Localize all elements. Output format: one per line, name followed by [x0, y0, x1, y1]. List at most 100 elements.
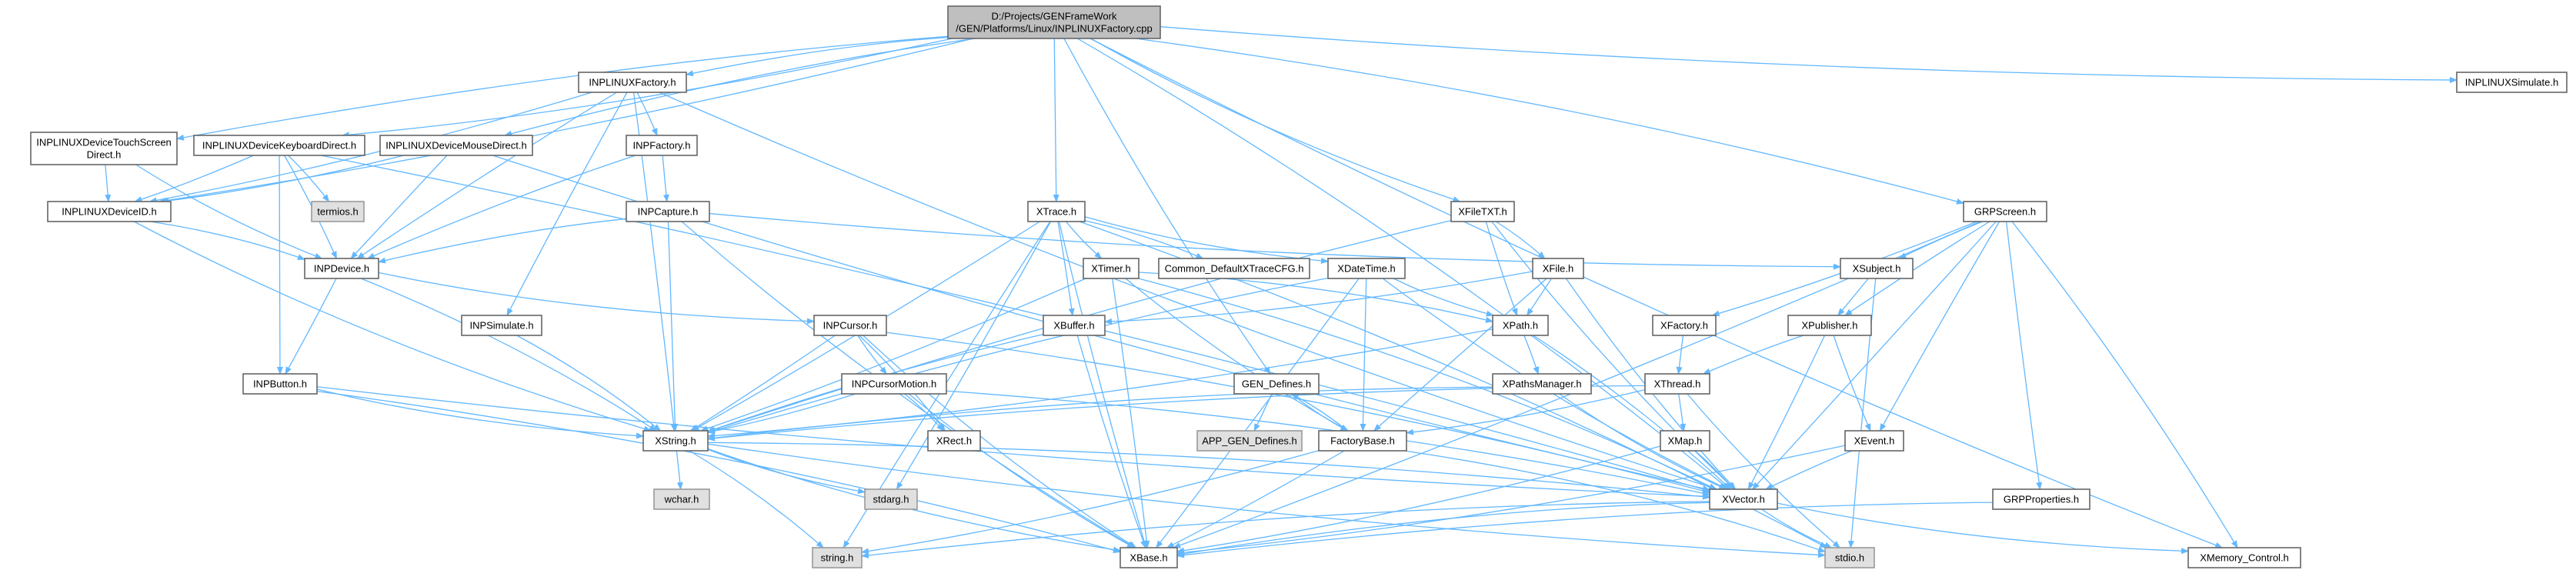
edge-inpbutton-to-xstring — [316, 388, 644, 439]
edge-inplinuxfactory-to-inpsimulate — [506, 92, 628, 316]
node-xmemory[interactable]: XMemory_Control.h — [2187, 547, 2301, 568]
node-label: Common_DefaultXTraceCFG.h — [1165, 263, 1304, 275]
node-xvector[interactable]: XVector.h — [1709, 488, 1778, 510]
edges-layer — [105, 26, 2458, 558]
node-xbase[interactable]: XBase.h — [1119, 547, 1178, 568]
edge-root-to-deviceid — [158, 38, 974, 204]
edge-xtimer-to-xpath — [1138, 272, 1493, 323]
node-deviceid[interactable]: INPLINUXDeviceID.h — [47, 201, 172, 222]
node-commondefault[interactable]: Common_DefaultXTraceCFG.h — [1158, 258, 1310, 279]
node-label: XMap.h — [1668, 435, 1703, 447]
node-label: XString.h — [655, 435, 696, 447]
edge-grpscreen-to-grpproperties — [2005, 221, 2043, 490]
edge-xtrace-to-xbuffer — [1057, 221, 1075, 316]
node-box — [1992, 488, 2090, 510]
node-xtrace[interactable]: XTrace.h — [1027, 201, 1086, 222]
edge-xdatetime-to-xbase — [1156, 278, 1360, 548]
node-label: INPCapture.h — [638, 206, 699, 218]
edge-xtrace-to-stdarg — [896, 221, 1052, 490]
node-xfactory[interactable]: XFactory.h — [1652, 315, 1717, 336]
node-xthread[interactable]: XThread.h — [1644, 373, 1710, 395]
edge-grpscreen-to-xsubject — [1898, 221, 1983, 259]
node-label: INPLINUXDeviceTouchScreen — [36, 137, 172, 148]
node-box — [242, 373, 318, 395]
node-xfile[interactable]: XFile.h — [1532, 258, 1584, 279]
node-xpath[interactable]: XPath.h — [1492, 315, 1549, 336]
node-box — [1824, 547, 1875, 568]
edge-inpbutton-to-xbase — [316, 390, 1121, 554]
node-xmap[interactable]: XMap.h — [1660, 430, 1710, 452]
node-inplinuxfactory[interactable]: INPLINUXFactory.h — [578, 72, 687, 93]
node-label: XBuffer.h — [1053, 320, 1094, 332]
node-box — [47, 201, 172, 222]
node-root[interactable]: D:/Projects/GENFrameWork/GEN/Platforms/L… — [947, 5, 1161, 39]
node-keyboard[interactable]: INPLINUXDeviceKeyboardDirect.h — [193, 135, 365, 156]
node-box — [379, 135, 533, 156]
edge-inpcursormotion-to-xbase — [908, 393, 1135, 548]
node-grpproperties[interactable]: GRPProperties.h — [1992, 488, 2090, 510]
edge-inpfactory-to-inpdevice — [366, 155, 636, 259]
node-label: XMemory_Control.h — [2200, 552, 2289, 564]
edge-xthread-to-factorybase — [1406, 388, 1646, 435]
edge-xdatetime-to-xstring — [707, 277, 1329, 434]
edge-xfile-to-xpath — [1527, 278, 1552, 316]
node-stdio: stdio.h — [1824, 547, 1875, 568]
edge-inpdevice-to-xstring — [360, 278, 657, 432]
node-inpcursor[interactable]: INPCursor.h — [813, 315, 887, 336]
node-grpscreen[interactable]: GRPScreen.h — [1963, 201, 2047, 222]
edge-xthread-to-xmap — [1678, 393, 1687, 432]
node-inpsimulate[interactable]: INPSimulate.h — [461, 315, 542, 336]
node-xbuffer[interactable]: XBuffer.h — [1043, 315, 1106, 336]
node-label: wchar.h — [664, 494, 699, 505]
node-mouse[interactable]: INPLINUXDeviceMouseDirect.h — [379, 135, 533, 156]
node-label: D:/Projects/GENFrameWork — [991, 11, 1117, 22]
node-inplinuxsimulate[interactable]: INPLINUXSimulate.h — [2456, 72, 2568, 93]
node-xsubject[interactable]: XSubject.h — [1840, 258, 1914, 279]
edge-gendefines-to-appgendefines — [1253, 393, 1273, 432]
node-xevent[interactable]: XEvent.h — [1844, 430, 1904, 452]
node-label: XRect.h — [936, 435, 972, 447]
node-label: INPLINUXDeviceKeyboardDirect.h — [202, 140, 356, 152]
node-xpathsmanager[interactable]: XPathsManager.h — [1492, 373, 1592, 395]
node-xtimer[interactable]: XTimer.h — [1083, 258, 1140, 279]
edge-xpublisher-to-xevent — [1833, 335, 1871, 432]
edge-mouse-to-inpdevice — [350, 155, 448, 259]
node-inpfactory[interactable]: INPFactory.h — [626, 135, 698, 156]
edge-root-to-gendefines — [1063, 38, 1271, 375]
node-xrect[interactable]: XRect.h — [927, 430, 981, 452]
node-xpublisher[interactable]: XPublisher.h — [1787, 315, 1872, 336]
edge-xstring-to-stdarg — [707, 448, 866, 495]
node-label: XVector.h — [1722, 494, 1765, 505]
node-box — [1233, 373, 1320, 395]
node-xfiletxt[interactable]: XFileTXT.h — [1450, 201, 1515, 222]
node-inpcapture[interactable]: INPCapture.h — [626, 201, 710, 222]
edge-xstring-to-xvector — [707, 442, 1710, 500]
node-label: FactoryBase.h — [1330, 435, 1395, 447]
edge-grpscreen-to-xevent — [1879, 221, 2000, 432]
edge-root-to-inplinuxfactory — [686, 36, 949, 77]
edge-xsubject-to-xpublisher — [1837, 278, 1869, 316]
edge-factorybase-to-gendefines — [1290, 393, 1348, 432]
node-factorybase[interactable]: FactoryBase.h — [1318, 430, 1407, 452]
node-label: XFile.h — [1543, 263, 1573, 275]
node-box — [1327, 258, 1406, 279]
node-box — [813, 315, 887, 336]
node-label: INPLINUXSimulate.h — [2465, 77, 2558, 88]
edge-inpcursor-to-xvector — [886, 332, 1710, 494]
edge-inpcursormotion-to-xrect — [904, 393, 944, 432]
edge-xvector-to-xbase — [1176, 502, 1710, 557]
node-label: XFileTXT.h — [1458, 206, 1507, 218]
edge-root-to-mouse — [504, 38, 976, 137]
node-inpbutton[interactable]: INPButton.h — [242, 373, 318, 395]
node-xstring[interactable]: XString.h — [642, 430, 709, 452]
node-label: string.h — [821, 552, 854, 564]
node-label: termios.h — [317, 206, 358, 218]
node-inpdevice[interactable]: INPDevice.h — [304, 258, 379, 279]
node-xdatetime[interactable]: XDateTime.h — [1327, 258, 1406, 279]
node-gendefines[interactable]: GEN_Defines.h — [1233, 373, 1320, 395]
edge-root-to-keyboard — [341, 38, 953, 138]
node-inpcursormotion[interactable]: INPCursorMotion.h — [841, 373, 947, 395]
edge-root-to-xmemory — [1089, 38, 2224, 548]
